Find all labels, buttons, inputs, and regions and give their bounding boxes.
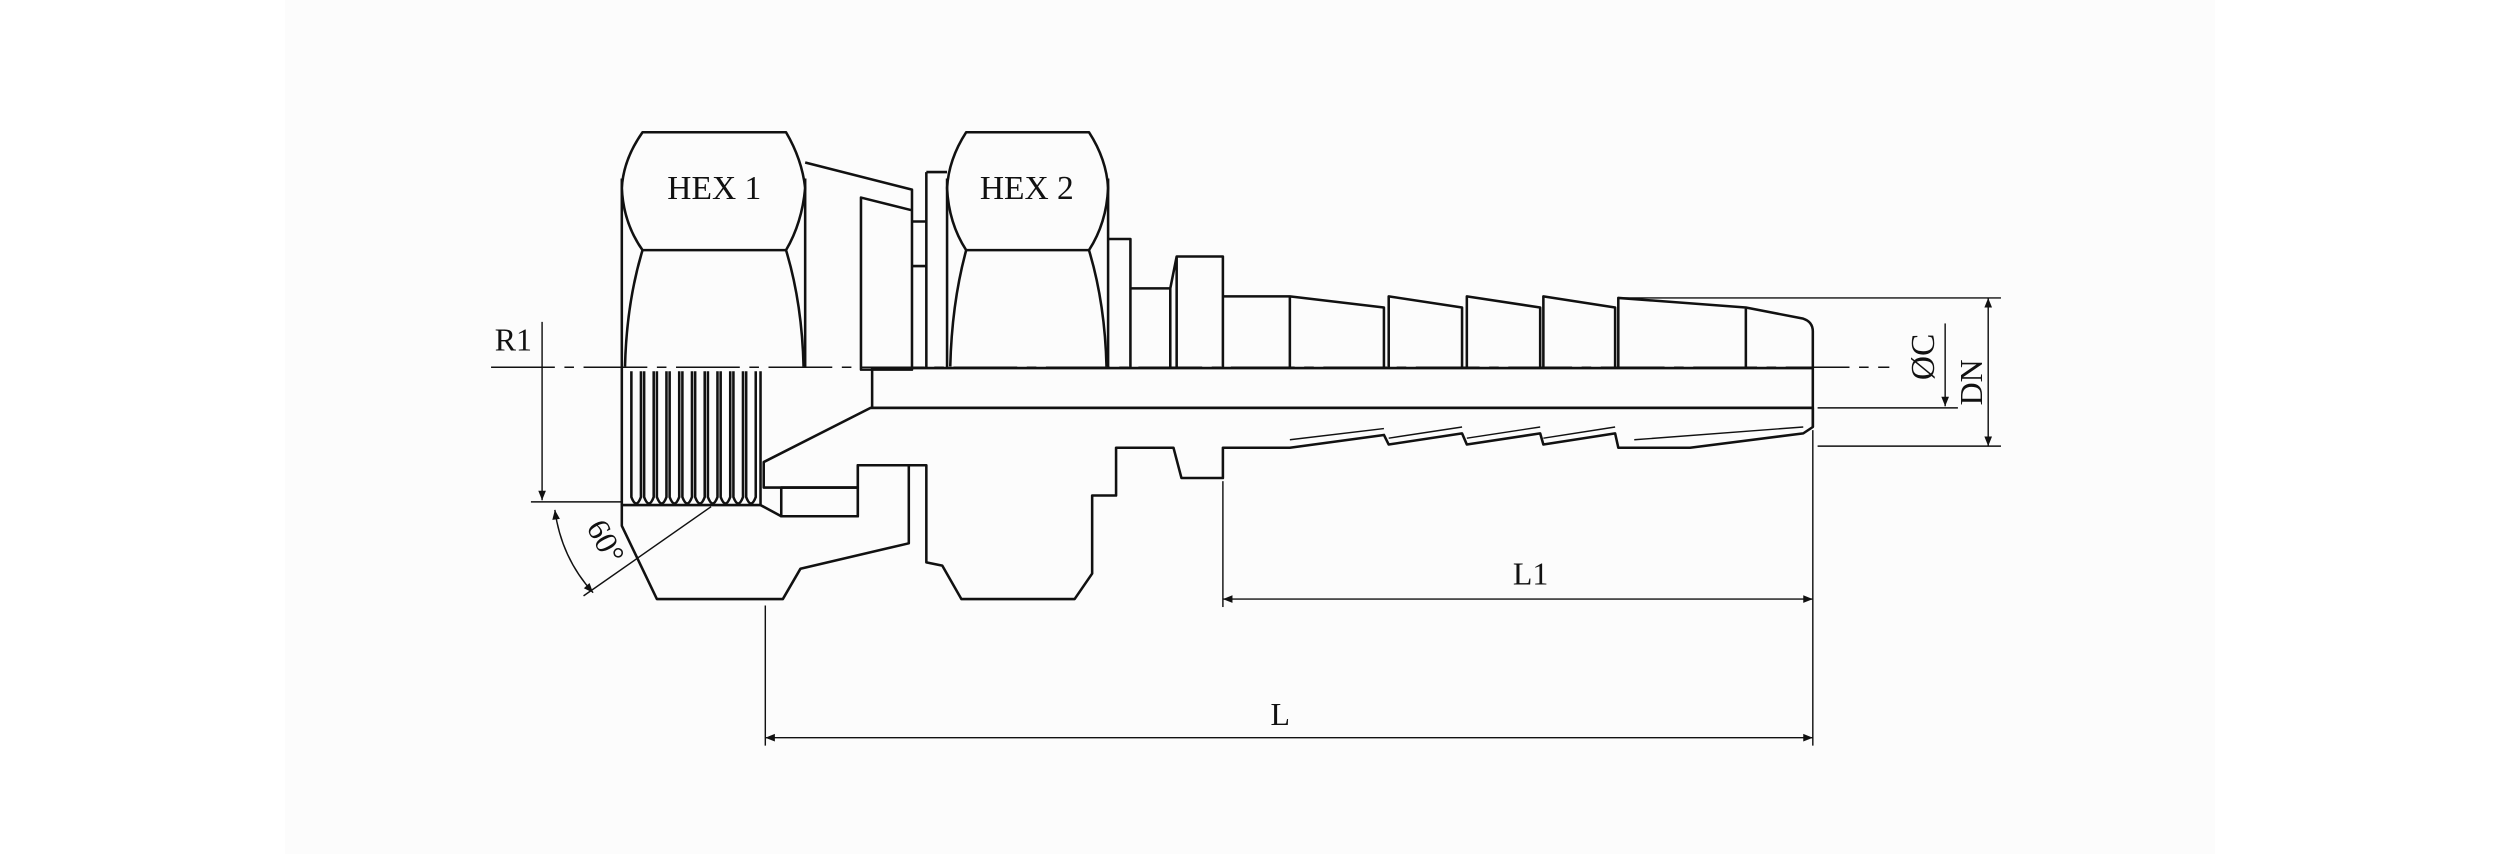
hose-tail-outline (870, 237, 1815, 427)
drawing-background (285, 0, 2215, 854)
nut-gap (779, 486, 860, 518)
body-section (762, 406, 1815, 601)
hex2-nut (945, 130, 1110, 369)
barb-inner-lines (1289, 426, 1804, 441)
angle-dimension (552, 506, 712, 597)
dn-label: DN (1954, 359, 1989, 405)
l1-label: L1 (1513, 557, 1548, 592)
hex2-label: HEX 2 (980, 170, 1074, 207)
r1-dimension (530, 321, 622, 503)
hex1-collar (804, 161, 948, 371)
hex1-nut (620, 130, 807, 506)
r1-label: R1 (495, 323, 532, 358)
diameter-c-label: ØC (1905, 334, 1942, 380)
angle-label: 60° (580, 514, 632, 570)
nut1-section (620, 463, 911, 601)
thread-lines (630, 371, 762, 506)
hex1-label: HEX 1 (667, 170, 761, 207)
l-label: L (1271, 697, 1290, 732)
extension-lines (764, 297, 2001, 746)
